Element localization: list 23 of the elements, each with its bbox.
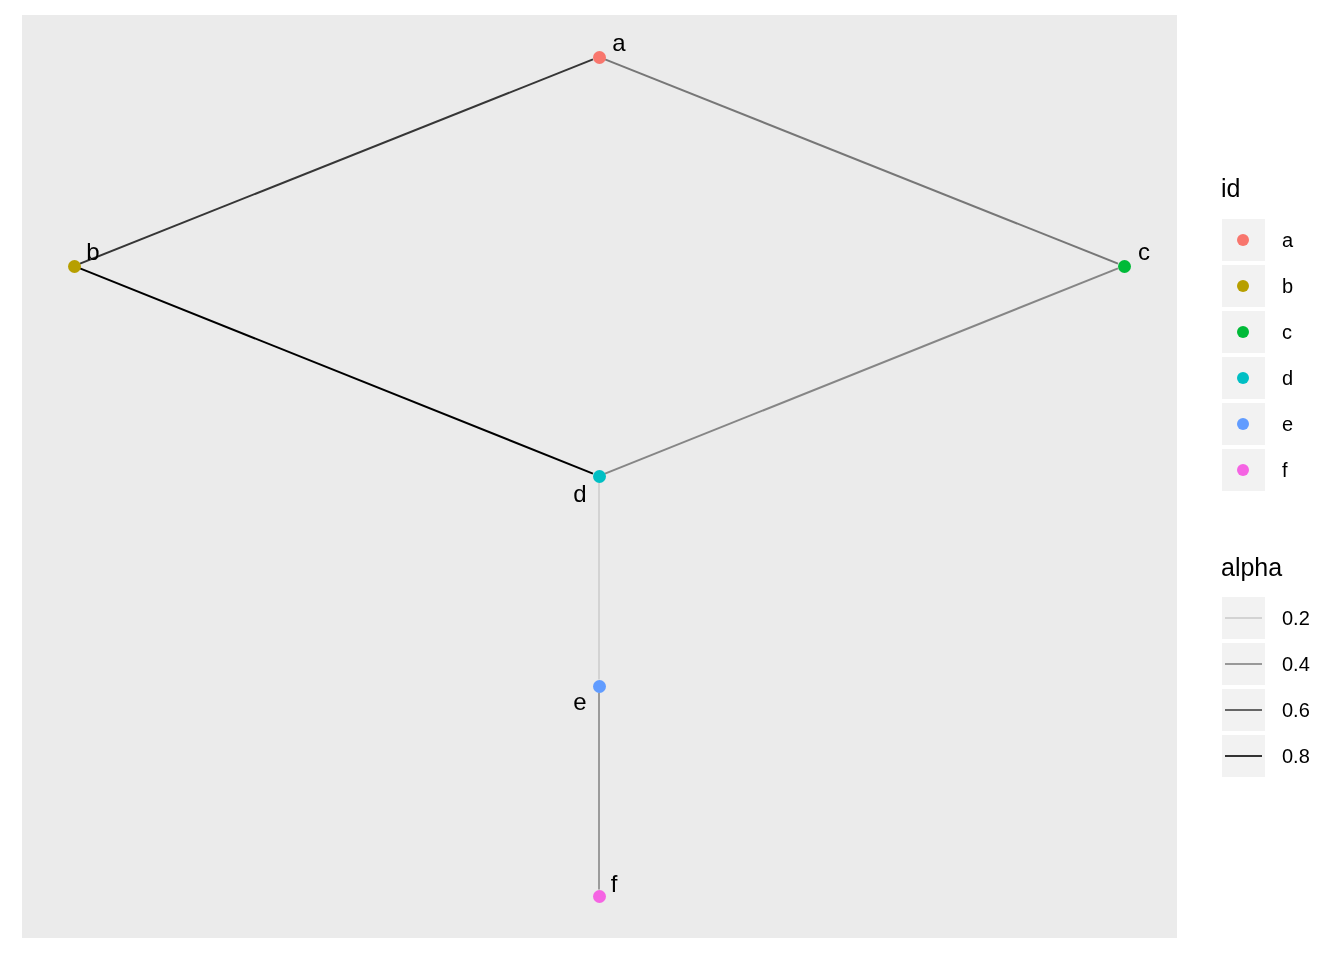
edge-line: [604, 267, 1119, 475]
legend-label: a: [1282, 230, 1294, 250]
legend-label: f: [1282, 460, 1288, 480]
edge-line: [604, 58, 1119, 265]
node-label: f: [610, 872, 618, 896]
legend-label: 0.4: [1282, 654, 1310, 674]
edge-line: [79, 58, 594, 265]
legend-title: id: [1221, 175, 1241, 201]
node-label: a: [612, 31, 626, 55]
edge-line: [79, 267, 594, 475]
legend-label: b: [1282, 276, 1294, 296]
node-label: d: [573, 482, 587, 506]
node-label: e: [573, 690, 587, 714]
node-label: c: [1138, 240, 1150, 264]
node-label: b: [86, 240, 100, 264]
legend-label: c: [1282, 322, 1292, 342]
legend-label: 0.2: [1282, 608, 1310, 628]
edge-line: [598, 691, 600, 891]
legend-label: d: [1282, 368, 1294, 388]
legend-label: 0.6: [1282, 700, 1310, 720]
legend-label: e: [1282, 414, 1294, 434]
legend-title: alpha: [1221, 554, 1283, 580]
legend-label: 0.8: [1282, 746, 1310, 766]
